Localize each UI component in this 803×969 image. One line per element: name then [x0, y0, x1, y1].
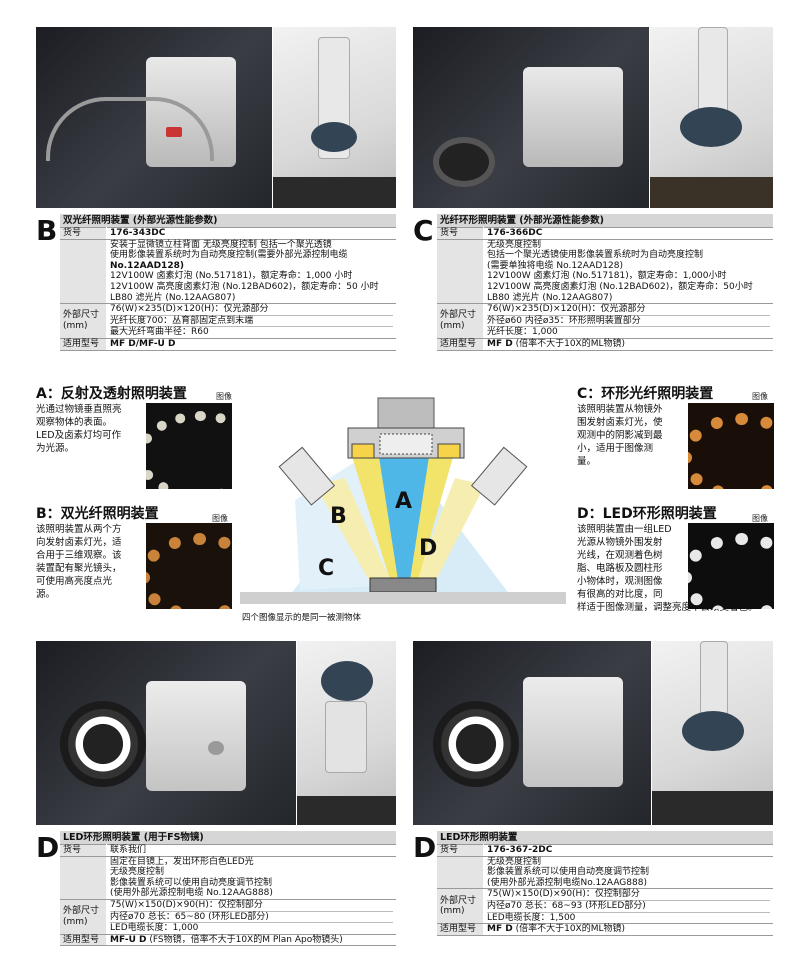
compatible-model: MF D/MF-U D: [106, 337, 396, 351]
annotation-tag-a: 图像: [216, 392, 232, 401]
row-label-item: 货号: [437, 844, 484, 857]
spec-description: 固定在目镜上，发出环形白色LED光 无级亮度控制 影像装置系统可以使用自动亮度调…: [106, 855, 396, 900]
row-label-model: 适用型号: [60, 337, 107, 351]
thumbnail-image-b: [146, 523, 232, 609]
spec-block-double-fiber: B 双光纤照明装置 (外部光源性能参数) 货号 176-343DC 安装于显微镜…: [36, 214, 396, 376]
spec-dimensions: 75(W)×150(D)×90(H)：仅控制部分 内径ø70 总长：68~93 …: [483, 888, 773, 925]
spec-table: 货号 176-367-2DC 无级亮度控制 影像装置系统可以使用自动亮度调节控制…: [437, 844, 773, 936]
spec-block-led-ring-fs: D LED环形照明装置 (用于FS物镜) 货号 联系我们 固定在目镜上，发出环形…: [36, 831, 396, 965]
annotation-tag-c: 图像: [752, 392, 768, 401]
row-label-dimensions: 外部尺寸(mm): [60, 303, 107, 339]
spec-table: 货号 176-343DC 安装于显微镜立柱背面 无级亮度控制 包括一个聚光透镜 …: [60, 227, 396, 351]
fiber-head-right: [470, 446, 528, 506]
photo-led-ring: [413, 641, 651, 825]
row-label-model: 适用型号: [60, 933, 107, 947]
illumination-diagram: [240, 390, 566, 612]
spec-dimensions: 76(W)×235(D)×120(H)：仅光源部分 光纤长度700：丛育部固定点…: [106, 303, 396, 339]
compatible-model: MF D (倍率不大于10X的ML物镜): [483, 923, 773, 936]
row-label-item: 货号: [437, 227, 484, 240]
diagram-label-b: B: [330, 504, 347, 529]
spec-description: 安装于显微镜立柱背面 无级亮度控制 包括一个聚光透镜 使用影像装置系统时为自动亮…: [106, 238, 396, 305]
diagram-label-a: A: [395, 489, 413, 514]
specimen: [369, 577, 437, 593]
row-label-item: 货号: [60, 844, 107, 857]
objective-top: [377, 397, 435, 429]
annotation-text-d: 该照明装置由一组LED 光源从物镜外围发射 光线，在观测着色树 脂、电路板及圆柱…: [577, 524, 758, 613]
annotation-tag-b: 图像: [212, 514, 228, 523]
row-label-dimensions: 外部尺寸(mm): [60, 898, 107, 935]
beam-b-left: [315, 478, 390, 582]
led-left: [351, 443, 375, 459]
spec-title: 双光纤照明装置 (外部光源性能参数): [60, 214, 396, 227]
row-label-model: 适用型号: [437, 337, 484, 351]
diagram-caption: 四个图像显示的是同一被测物体: [242, 613, 362, 623]
row-label-model: 适用型号: [437, 923, 484, 936]
spec-table: 货号 176-366DC 无级亮度控制 包括一个聚光透镜使用影像装置系统时为自动…: [437, 227, 773, 351]
annotation-title-b: B：双光纤照明装置: [36, 506, 159, 522]
photo-microscope-led: [652, 641, 773, 825]
section-letter: C: [413, 214, 434, 247]
row-label-item: 货号: [60, 227, 107, 240]
row-label-dimensions: 外部尺寸(mm): [437, 888, 484, 925]
spec-block-fiber-ring: C 光纤环形照明装置 (外部光源性能参数) 货号 176-366DC 无级亮度控…: [413, 214, 773, 376]
item-number: 176-367-2DC: [483, 844, 773, 857]
annotation-text-a: 光通过物镜垂直照亮 观察物体的表面。 LED及卤素灯均可作 为光源。: [36, 404, 122, 454]
section-letter: D: [413, 831, 437, 864]
section-letter: B: [36, 214, 58, 247]
spec-title: LED环形照明装置 (用于FS物镜): [60, 831, 396, 844]
spec-table: 货号 联系我们 固定在目镜上，发出环形白色LED光 无级亮度控制 影像装置系统可…: [60, 844, 396, 947]
section-letter: D: [36, 831, 60, 864]
annotation-title-a: A：反射及透射照明装置: [36, 386, 187, 402]
spec-title: 光纤环形照明装置 (外部光源性能参数): [437, 214, 773, 227]
spec-dimensions: 76(W)×235(D)×120(H)：仅光源部分 外径ø60 内径ø35：环形…: [483, 303, 773, 339]
item-number: 联系我们: [106, 844, 396, 857]
photo-led-ring-fs: [36, 641, 296, 825]
row-label-dimensions: 外部尺寸(mm): [437, 303, 484, 339]
annotation-tag-d: 图像: [752, 514, 768, 523]
beam-yellow-left: [350, 450, 405, 580]
photo-fiber-ring-light-source: [413, 27, 649, 208]
spec-title: LED环形照明装置: [437, 831, 773, 844]
annotation-text-b: 该照明装置从两个方 向发射卤素灯光，适 合用于三维观察。该 装置配有聚光镜头， …: [36, 524, 122, 600]
beam-b-right: [415, 478, 485, 582]
photo-double-fiber-light-source: [36, 27, 272, 208]
fiber-head-left: [278, 446, 336, 506]
beam-yellow-right: [405, 450, 455, 580]
thumbnail-image-a: [146, 403, 232, 489]
diagram-label-d: D: [419, 536, 438, 561]
photo-microscope-led-fs: [297, 641, 396, 825]
diagram-label-c: C: [318, 556, 335, 581]
annotation-title-c: C：环形光纤照明装置: [577, 386, 714, 402]
compatible-model: MF D (倍率不大于10X的ML物镜): [483, 337, 773, 351]
photo-microscope-double-fiber: [273, 27, 396, 208]
spec-description: 无级亮度控制 影像装置系统可以使用自动亮度调节控制 (使用外部光源控制电缆No.…: [483, 855, 773, 890]
led-right: [437, 443, 461, 459]
annotation-title-d: D：LED环形照明装置: [577, 506, 717, 522]
spec-description: 无级亮度控制 包括一个聚光透镜使用影像装置系统时为自动亮度控制 (需要单独将电缆…: [483, 238, 773, 305]
beam-a: [378, 450, 430, 580]
stage: [240, 592, 566, 604]
photo-microscope-fiber-ring: [650, 27, 773, 208]
item-number: 176-366DC: [483, 227, 773, 240]
item-number: 176-343DC: [106, 227, 396, 240]
annotation-text-c: 该照明装置从物镜外 围发射卤素灯光，使 观测中的阴影减到最 小，适用于图像测 量…: [577, 404, 663, 467]
thumbnail-image-c: [688, 403, 774, 489]
spec-dimensions: 75(W)×150(D)×90(H)：仅控制部分 内径ø70 总长：65~80 …: [106, 898, 396, 935]
objective-window: [379, 433, 433, 455]
thumbnail-image-d: [688, 523, 774, 609]
compatible-model: MF-U D (FS物镜，倍率不大于10X的M Plan Apo物镜头): [106, 933, 396, 947]
spec-block-led-ring: D LED环形照明装置 货号 176-367-2DC 无级亮度控制 影像装置系统…: [413, 831, 773, 965]
